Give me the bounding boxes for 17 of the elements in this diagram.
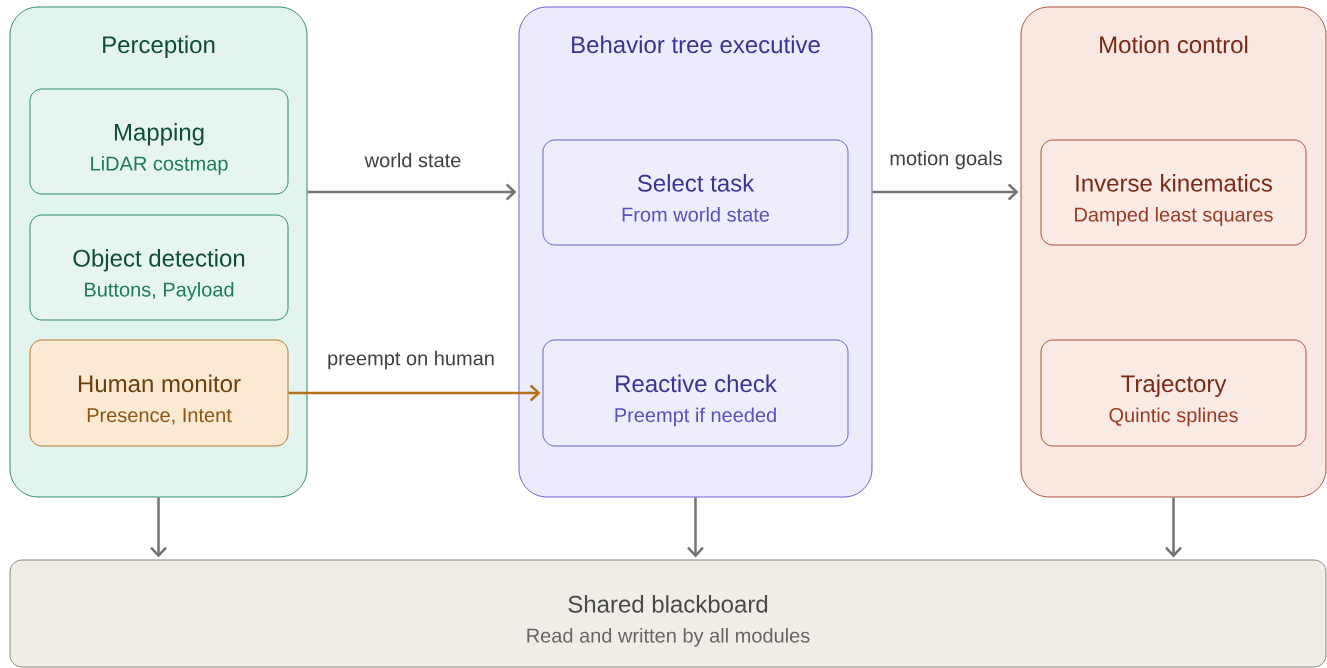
arrow	[288, 384, 541, 402]
module-box: Human monitor Presence, Intent	[29, 339, 289, 447]
arrow	[687, 497, 704, 558]
edge-label: motion goals	[890, 150, 1002, 170]
module-box: Inverse kinematics Damped least squares	[1040, 139, 1307, 246]
arrow	[307, 183, 517, 201]
edge-label: preempt on human	[328, 350, 494, 370]
module-box: Select task From world state	[542, 139, 849, 246]
module-box: Mapping LiDAR costmap	[29, 88, 289, 195]
module-box: Trajectory Quintic splines	[1040, 339, 1307, 447]
blackboard-box: Shared blackboard Read and written by all modules	[9, 559, 1327, 668]
module-box: Object detection Buttons, Payload	[29, 214, 289, 321]
arrow	[150, 497, 167, 558]
arrow	[1165, 497, 1182, 558]
edge-label: world state	[364, 152, 461, 168]
arrow	[872, 183, 1019, 201]
module-box: Reactive check Preempt if needed	[542, 339, 849, 447]
